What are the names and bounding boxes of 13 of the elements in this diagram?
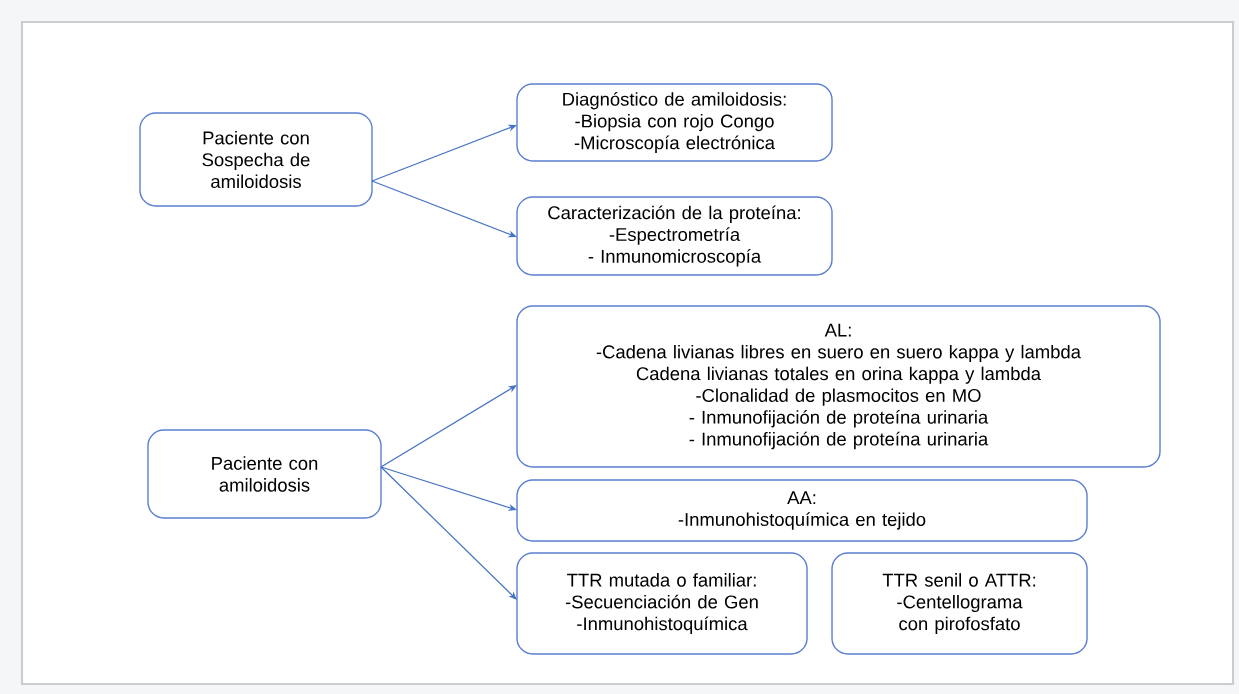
process-box: Paciente con amiloidosis [147, 429, 382, 519]
process-box: AA: -Inmunohistoquímica en tejido [516, 479, 1088, 542]
arrow [371, 180, 517, 238]
process-box: TTR mutada o familiar: -Secuenciación de Gen -Inmunohistoquímica [516, 552, 808, 655]
arrow [380, 466, 517, 600]
process-box: Paciente con Sospecha de amiloidosis [139, 112, 373, 207]
arrow [371, 124, 517, 182]
process-box: TTR senil o ATTR: -Centellograma con pirofosfato [831, 552, 1088, 655]
process-box: Caracterización de la proteína: -Espectrometría - Inmunomicroscopía [516, 196, 833, 276]
arrow [380, 385, 517, 468]
process-box: Diagnóstico de amiloidosis: -Biopsia con rojo Congo -Microscopía electrónica [516, 83, 833, 162]
process-box: AL: -Cadena livianas libres en suero en suero kappa y lambda Cadena livianas totales en orina kappa y lambda -Clonalidad de plasmocitos en MO - Inmunofijación de proteína urinaria - Inmunofijación de proteína urinaria [516, 305, 1161, 468]
arrow [380, 466, 517, 511]
